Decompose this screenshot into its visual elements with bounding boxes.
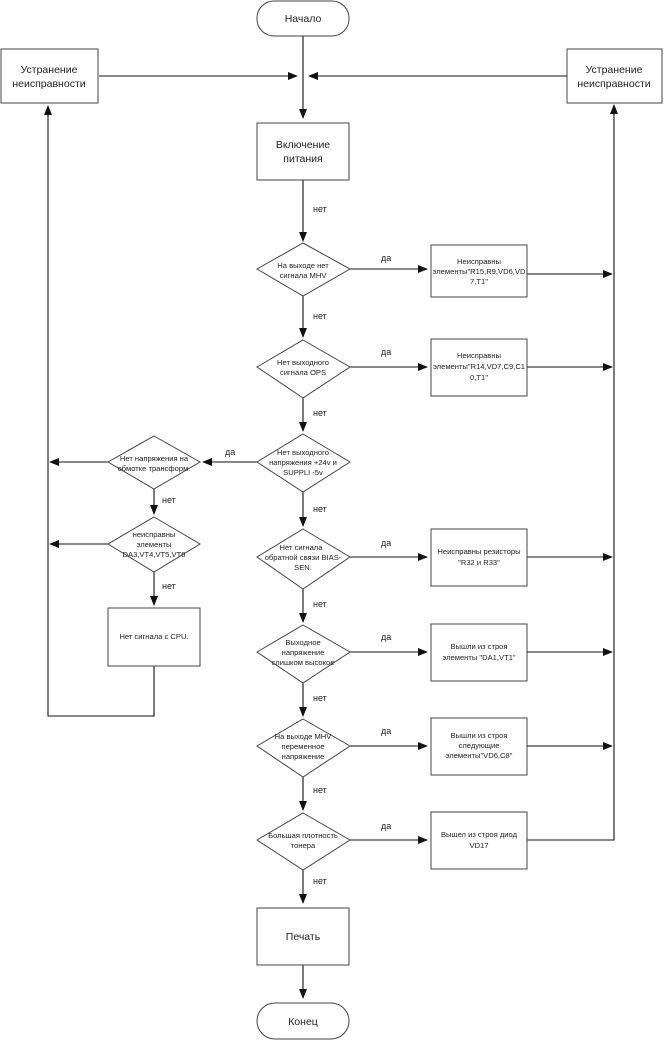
label-no-l1: нет [162, 495, 176, 505]
edge-r7-to-bus [527, 104, 618, 841]
svg-text:Включение: Включение [276, 139, 330, 151]
svg-text:SUPPLI -5v: SUPPLI -5v [283, 468, 323, 477]
svg-text:Нет сигнала с CPU.: Нет сигнала с CPU. [119, 632, 188, 641]
decision-no-bias-sen: Нет сигнала обратной связи BIAS- SEN. [256, 528, 351, 590]
svg-text:Начало: Начало [285, 13, 322, 25]
print-box: Печать [256, 907, 350, 966]
svg-text:слишком высокое: слишком высокое [272, 658, 335, 667]
label-no-d7: нет [313, 876, 327, 886]
svg-text:элементы"VD6,C8": элементы"VD6,C8" [446, 751, 513, 760]
label-no-l2: нет [162, 581, 176, 591]
svg-text:На выходе нет: На выходе нет [277, 261, 329, 270]
power-on-box: Включение питания [256, 122, 350, 181]
svg-text:Конец: Конец [288, 1016, 318, 1028]
label-no-power: нет [313, 204, 327, 214]
svg-text:тонера: тонера [291, 841, 316, 850]
svg-text:Выходное: Выходное [285, 638, 320, 647]
result-r14-vd7-c9: Неисправны элементы"R14,VD7,C9,C1 0,T1" [430, 338, 528, 397]
edge-l3-to-fix-left [44, 105, 155, 717]
svg-text:Неисправны: Неисправны [457, 257, 501, 266]
decision-da3-faulty: неисправны элементы DA3,VT4,VT5,VT6 [107, 516, 201, 573]
svg-text:обратной связи BIAS-: обратной связи BIAS- [265, 553, 342, 562]
svg-text:элементы: элементы [137, 540, 172, 549]
label-yes-d2: да [381, 347, 391, 357]
svg-text:Устранение: Устранение [21, 64, 78, 76]
label-no-d2: нет [313, 408, 327, 418]
fix-box-left: Устранение неисправности [0, 48, 99, 104]
label-yes-d5: да [381, 632, 391, 642]
result-da1-vt1: Вышли из строя элементы "DA1,VT1" [430, 623, 528, 682]
svg-text:Нет напряжения на: Нет напряжения на [120, 454, 189, 463]
svg-text:напряжение: напряжение [282, 752, 325, 761]
label-no-d5: нет [313, 693, 327, 703]
svg-text:На выходе MHV: На выходе MHV [275, 732, 333, 741]
decision-no-24v: Нет выходного напряжения +24v и SUPPLI -… [256, 433, 351, 493]
svg-text:обмотке трансформ.: обмотке трансформ. [118, 464, 191, 473]
no-cpu-signal-box: Нет сигнала с CPU. [107, 607, 201, 667]
start-node: Начало [256, 0, 350, 37]
svg-text:7,T1": 7,T1" [470, 277, 488, 286]
svg-text:SEN.: SEN. [294, 563, 312, 572]
svg-text:питания: питания [283, 153, 322, 165]
decision-no-transformer-voltage: Нет напряжения на обмотке трансформ. [106, 435, 202, 490]
svg-text:Вышли из строя: Вышли из строя [450, 731, 507, 740]
svg-text:Неисправны: Неисправны [457, 351, 501, 360]
decision-voltage-high: Выходное напряжение слишком высокое [256, 624, 351, 684]
svg-text:сигнала OPS: сигнала OPS [280, 368, 326, 377]
label-yes-d7: да [381, 821, 391, 831]
decision-no-mhv: На выходе нет сигнала MHV [255, 242, 352, 297]
svg-text:Печать: Печать [286, 931, 321, 943]
label-yes-d4: да [381, 538, 391, 548]
svg-text:неисправны: неисправны [133, 530, 176, 539]
end-node: Конец [256, 1002, 350, 1040]
svg-text:переменное: переменное [281, 742, 324, 751]
fix-box-right: Устранение неисправности [566, 48, 663, 104]
label-no-d4: нет [313, 599, 327, 609]
svg-text:напряжение: напряжение [282, 648, 325, 657]
svg-text:Устранение: Устранение [586, 64, 643, 76]
svg-text:Вышли из строя: Вышли из строя [450, 642, 507, 651]
svg-text:сигнала MHV: сигнала MHV [280, 271, 328, 280]
label-yes-d1: да [381, 253, 391, 263]
connectors [44, 36, 618, 999]
decision-mhv-alternating: На выходе MHV переменное напряжение [256, 718, 351, 778]
label-no-d6: нет [313, 785, 327, 795]
result-r15-r9-vd6: Неисправны элементы"R15,R9,VD6,VD 7,T1" [430, 244, 528, 298]
svg-text:Вышел из строя диод: Вышел из строя диод [441, 830, 518, 839]
svg-text:элементы"R14,VD7,C9,C1: элементы"R14,VD7,C9,C1 [433, 362, 525, 371]
label-yes-d6: да [381, 726, 391, 736]
label-no-d1: нет [313, 311, 327, 321]
svg-text:Нет сигнала: Нет сигнала [280, 543, 324, 552]
svg-text:элементы"R15,R9,VD6,VD: элементы"R15,R9,VD6,VD [433, 267, 526, 276]
svg-text:следующие: следующие [459, 741, 500, 750]
svg-text:напряжения +24v и: напряжения +24v и [269, 458, 337, 467]
svg-text:элементы "DA1,VT1": элементы "DA1,VT1" [442, 653, 516, 662]
decision-toner-density: Большая плотность тонера [256, 812, 351, 871]
svg-text:Большая плотность: Большая плотность [268, 831, 338, 840]
result-vd17: Вышел из строя диод VD17 [430, 811, 528, 870]
svg-text:0,T1": 0,T1" [470, 373, 488, 382]
label-no-d3: нет [313, 504, 327, 514]
label-yes-d3: да [225, 447, 235, 457]
svg-text:Нет выходного: Нет выходного [277, 358, 329, 367]
result-vd6-c8: Вышли из строя следующие элементы"VD6,C8… [430, 717, 528, 776]
svg-text:VD17: VD17 [470, 841, 489, 850]
svg-text:"R32 и R33": "R32 и R33" [458, 558, 500, 567]
svg-text:Нет выходного: Нет выходного [277, 448, 329, 457]
svg-text:неисправности: неисправности [577, 78, 650, 90]
edge-labels: нет да нет да нет да нет нет нет да нет … [162, 204, 391, 886]
decision-no-ops: Нет выходного сигнала OPS [256, 339, 351, 399]
result-r32-r33: Неисправны резисторы "R32 и R33" [430, 528, 528, 587]
svg-text:Неисправны резисторы: Неисправны резисторы [437, 547, 520, 556]
svg-text:неисправности: неисправности [12, 78, 85, 90]
svg-text:DA3,VT4,VT5,VT6: DA3,VT4,VT5,VT6 [123, 550, 186, 559]
